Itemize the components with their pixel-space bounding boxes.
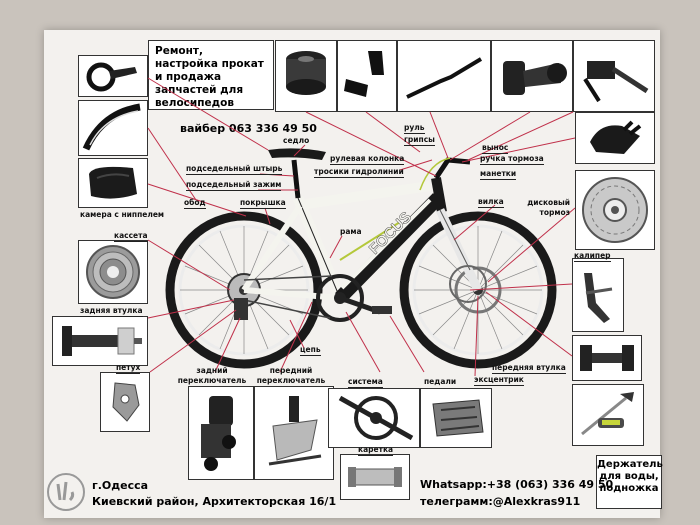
grips-image [337, 40, 397, 112]
cassette-image [78, 240, 148, 304]
handlebar-image [397, 40, 491, 112]
footer-whatsapp: Whatsapp:+38 (063) 336 49 50 [420, 478, 614, 491]
viber-phone: вайбер 063 336 49 50 [180, 122, 317, 135]
inner-tube-image [78, 158, 148, 208]
brake-lever-image [573, 40, 655, 112]
rear-derailleur-image [188, 386, 254, 480]
stem-image [491, 40, 573, 112]
label-shifters: манетки [480, 169, 517, 180]
rear-hub-image [52, 316, 148, 366]
front-derailleur-image [254, 386, 334, 480]
label-rim: обод [184, 198, 206, 209]
label-caliper: калипер [574, 251, 611, 262]
label-headset: рулевая колонка [330, 154, 405, 165]
seat-clamp-image [78, 55, 148, 97]
footer-contacts: Whatsapp:+38 (063) 336 49 50 телеграмм:@… [420, 476, 613, 510]
pedals-image [420, 388, 492, 448]
eccentric-image [572, 384, 644, 446]
label-fork: вилка [478, 197, 504, 208]
label-handlebar: руль [404, 123, 425, 134]
water-holder-kickstand-box: Держатель для воды, подножка [596, 455, 663, 509]
label-hydraulic-cables: тросики гидролинии [314, 167, 404, 178]
label-seat: седло [283, 136, 310, 145]
bottom-bracket-image [340, 454, 410, 500]
label-bottom-bracket: каретка [358, 445, 394, 456]
label-seatpost: подседельный штырь [186, 164, 283, 175]
rim-image [78, 100, 148, 156]
label-seat-clamp: подседельный зажим [186, 180, 282, 191]
footer-city: г.Одесса [92, 479, 149, 492]
disc-brake-image [575, 170, 655, 250]
label-inner-tube: камера с ниппелем [80, 210, 165, 219]
holder-text: Держатель для воды, подножка [597, 459, 663, 494]
label-front-derailleur: передний переключатель [256, 366, 326, 385]
footer-telegram: телеграмм:@Alexkras911 [420, 495, 581, 508]
front-hub-image [572, 335, 642, 381]
label-rooster: петух [116, 363, 141, 374]
rooster-image [100, 372, 150, 432]
label-eccentric: эксцентрик [474, 375, 524, 386]
label-front-hub: передняя втулка [492, 363, 566, 374]
label-crankset: система [348, 377, 383, 388]
label-tire: покрышка [240, 198, 286, 209]
headline-box: Ремонт, настройка прокат и продажа запча… [148, 40, 274, 110]
label-cassette: кассета [114, 231, 148, 242]
label-stem: вынос [482, 143, 509, 154]
label-disc-brake: дисковый тормоз [527, 198, 570, 217]
shifters-image [575, 112, 655, 164]
headline-text: Ремонт, настройка прокат и продажа запча… [155, 45, 264, 109]
hand-logo-icon [47, 473, 85, 511]
label-pedals: педали [424, 377, 457, 386]
label-rear-hub: задняя втулка [80, 306, 143, 317]
label-grips: грипсы [404, 135, 435, 146]
crankset-image [328, 388, 420, 448]
caliper-image [572, 258, 624, 332]
label-rear-derailleur: задний переключатель [177, 366, 247, 385]
label-frame: рама [340, 227, 362, 236]
footer-location: г.Одесса Киевский район, Архитекторская … [92, 478, 336, 510]
label-brake-lever: ручка тормоза [480, 154, 544, 165]
footer-address: Киевский район, Архитекторская 16/1 [92, 495, 337, 508]
headset-image [275, 40, 337, 112]
label-chain: цепь [300, 345, 321, 356]
